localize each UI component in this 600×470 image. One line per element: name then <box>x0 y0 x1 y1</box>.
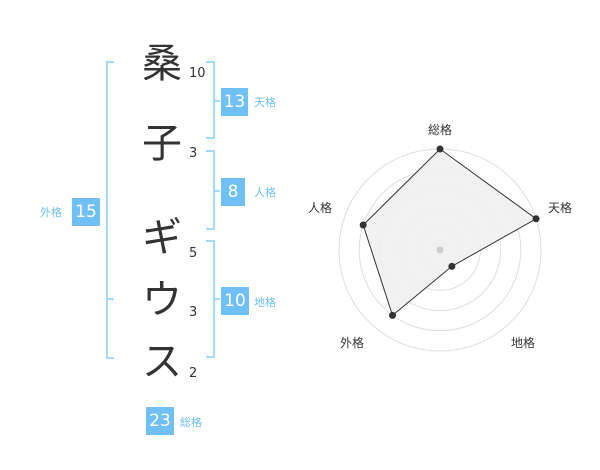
radar-area <box>362 148 538 317</box>
radar-center-dot <box>436 246 444 254</box>
radar-axis-label-chikaku: 地格 <box>511 336 536 350</box>
radar-point-3 <box>448 262 456 270</box>
radar-axis-label-jinkaku: 人格 <box>308 201 333 215</box>
jinkaku-bracket-tick <box>214 190 220 192</box>
radar-point-5 <box>359 221 367 229</box>
stroke-count-1: 10 <box>189 66 206 81</box>
jinkaku-score: 8 <box>221 178 245 206</box>
tenkaku-bracket-tick <box>214 100 220 102</box>
name-char-2: 子 <box>142 121 182 167</box>
radar-axis-label-tenkaku: 天格 <box>548 201 573 215</box>
name-char-5: ス <box>142 339 182 385</box>
gaikaku-bracket <box>106 61 114 359</box>
gaikaku-bracket-divider <box>106 298 114 300</box>
name-char-4: ウ <box>142 277 182 323</box>
radar-axis-label-gaikaku: 外格 <box>340 336 365 350</box>
tenkaku-label: 天格 <box>254 96 276 109</box>
radar-point-4 <box>389 311 397 319</box>
radar-point-2 <box>532 215 540 223</box>
chikaku-label: 地格 <box>254 296 276 309</box>
name-char-3: ギ <box>142 215 182 261</box>
name-char-1: 桑 <box>142 41 182 87</box>
stroke-count-3: 5 <box>189 246 198 261</box>
radar-axis-label-soukaku: 総格 <box>428 123 453 137</box>
soukaku-label: 総格 <box>180 416 202 429</box>
chikaku-bracket-tick <box>214 298 220 300</box>
chikaku-score: 10 <box>221 287 249 315</box>
gaikaku-score: 15 <box>72 198 100 226</box>
jinkaku-label: 人格 <box>254 186 276 199</box>
stroke-count-4: 3 <box>189 305 198 320</box>
tenkaku-score: 13 <box>221 88 248 116</box>
stroke-count-2: 3 <box>189 146 198 161</box>
soukaku-score: 23 <box>146 407 174 435</box>
gaikaku-label: 外格 <box>40 206 62 219</box>
radar-point-1 <box>436 145 444 153</box>
stroke-count-5: 2 <box>189 366 198 381</box>
